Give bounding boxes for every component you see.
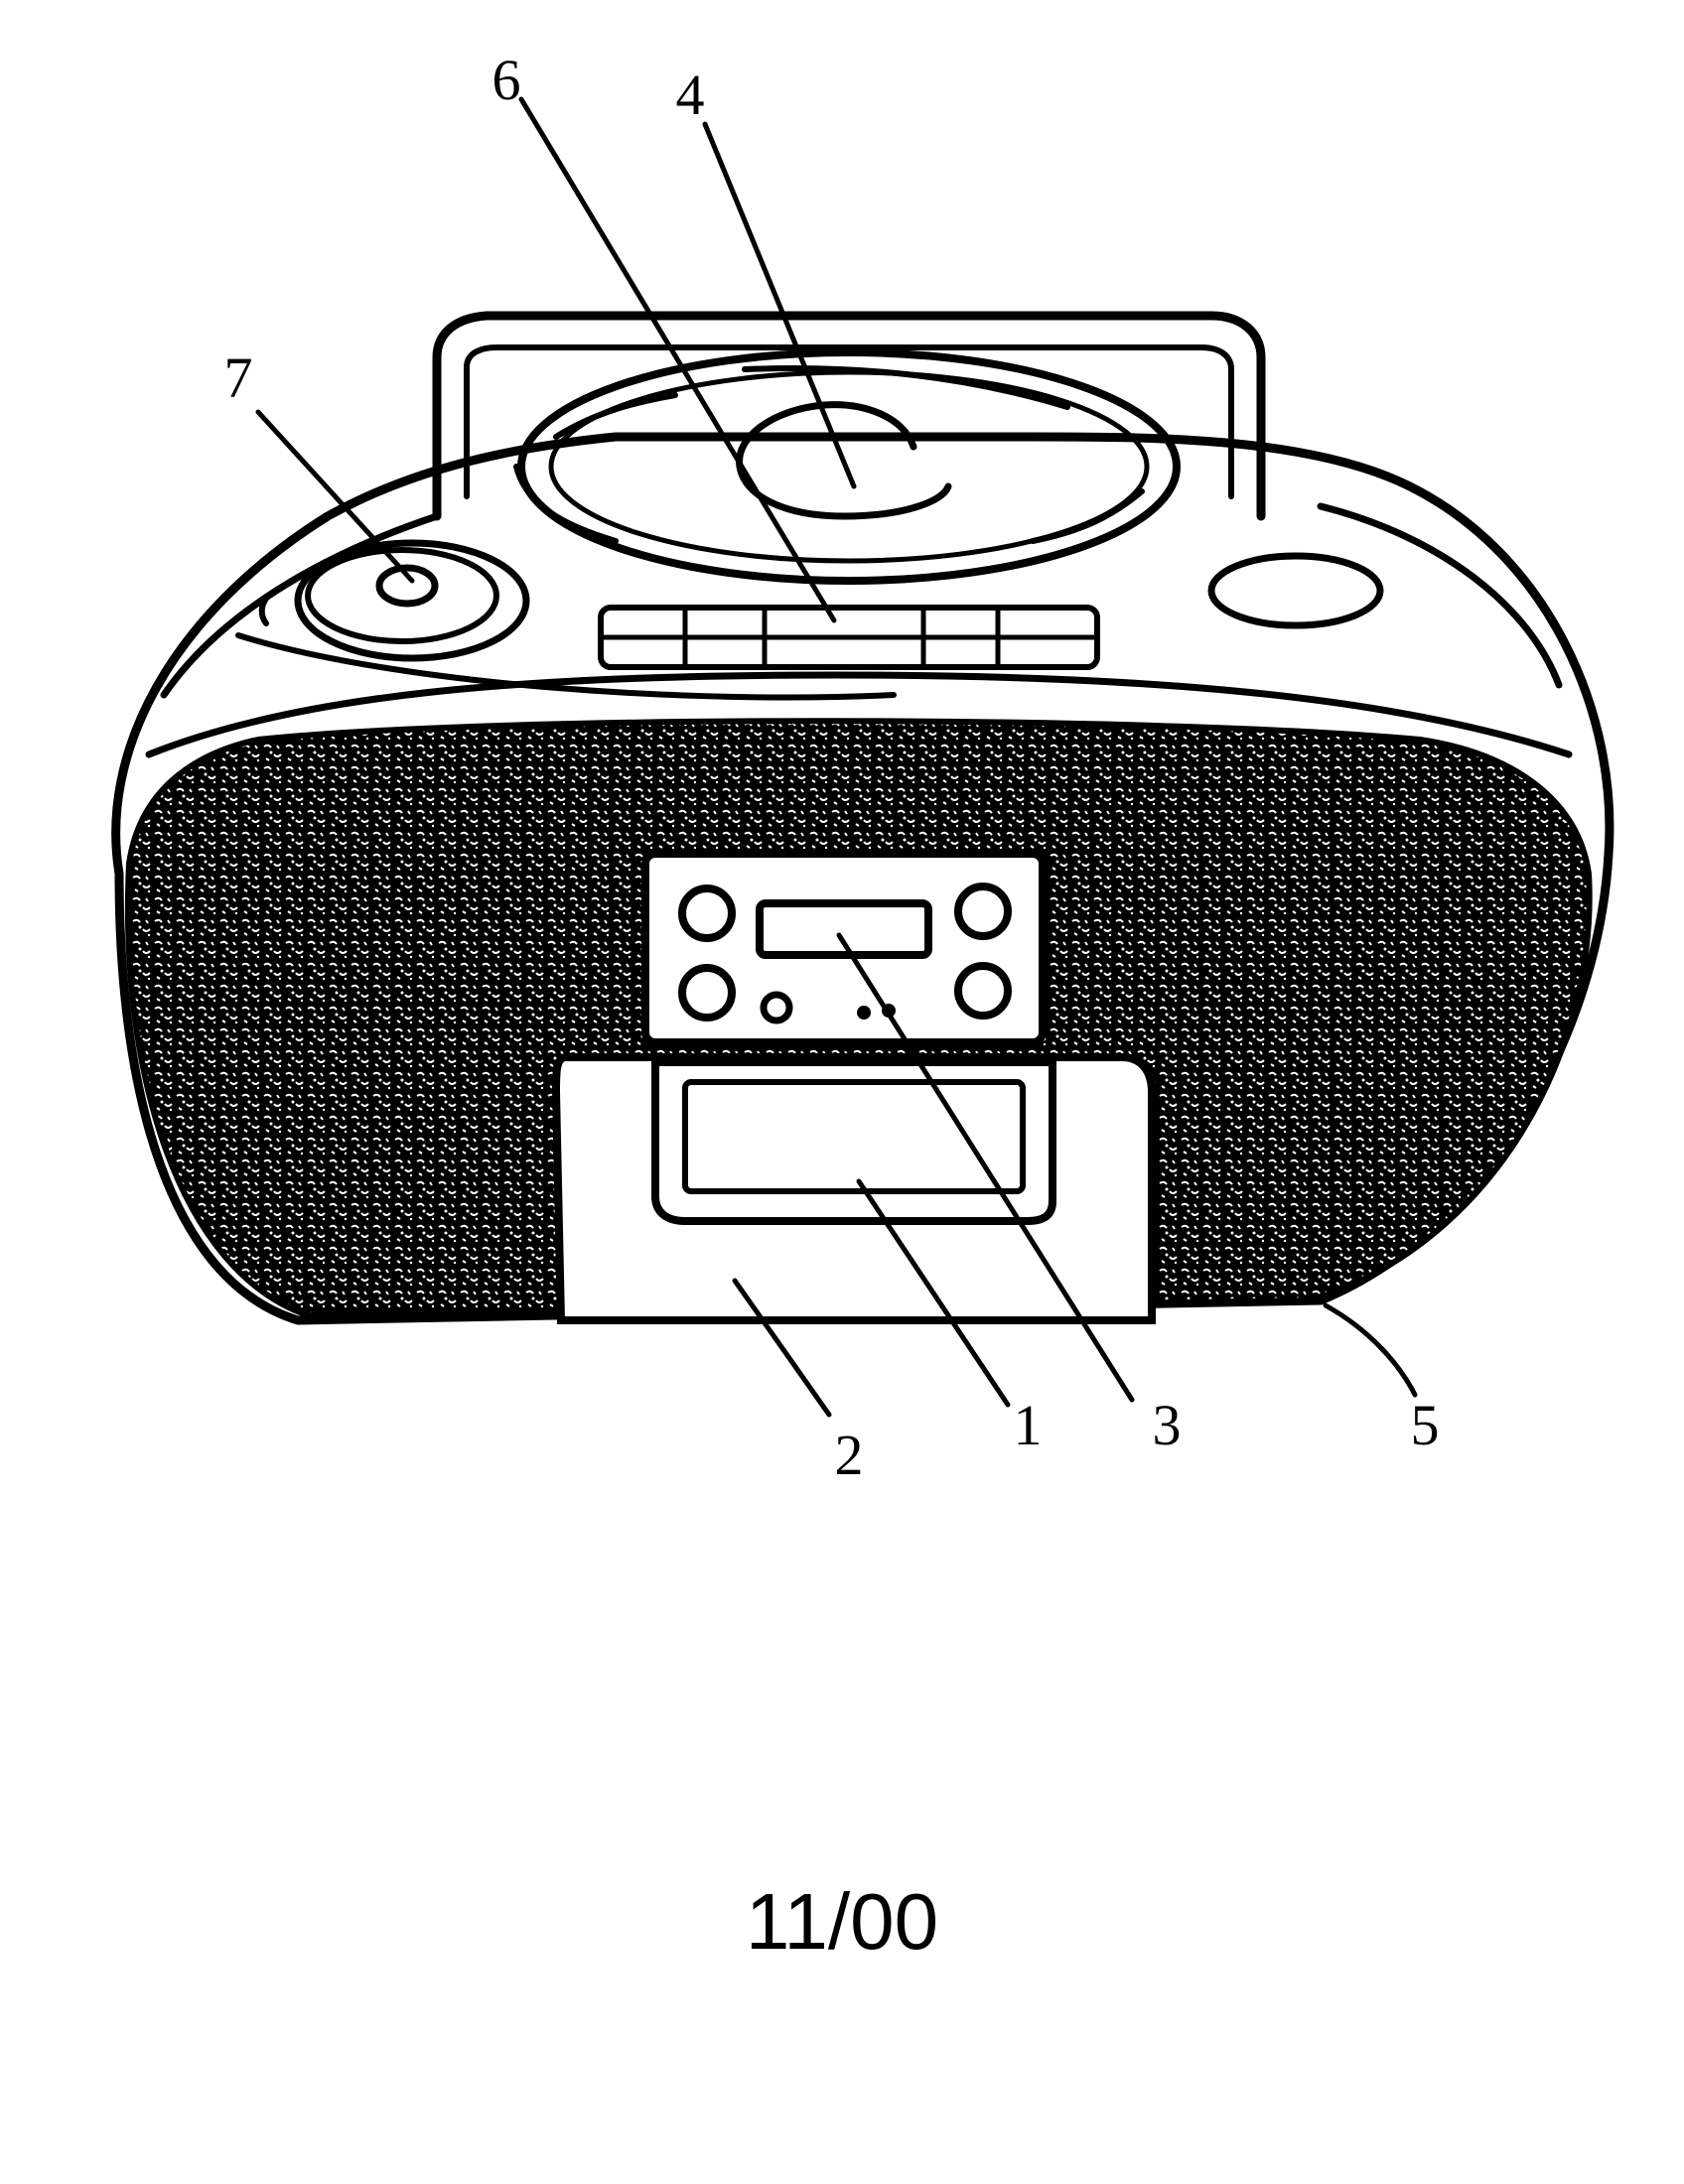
tuning-knob	[1207, 552, 1384, 629]
control-button-row	[598, 605, 1100, 670]
leader-line-6	[518, 96, 837, 623]
leader-line-5	[1323, 1302, 1418, 1398]
sheet-number: 11/00	[745, 1877, 939, 1966]
callout-label-6: 6	[492, 48, 521, 112]
boombox-body	[111, 432, 1614, 1325]
front-panel	[641, 850, 1047, 1046]
cd-lid	[513, 348, 1181, 585]
callout-label-3: 3	[1153, 1393, 1182, 1457]
leader-line-1	[856, 1178, 1011, 1408]
leader-lines	[255, 96, 1418, 1418]
volume-knob	[258, 539, 530, 662]
display-window	[756, 899, 932, 959]
callout-labels: 1 2 3 4 5 6 7	[224, 48, 1440, 1487]
callout-label-5: 5	[1411, 1393, 1440, 1457]
cassette-window	[651, 1058, 1056, 1225]
callout-label-1: 1	[1014, 1393, 1043, 1457]
leader-line-2	[732, 1278, 832, 1418]
carry-handle	[432, 311, 1266, 521]
leader-line-4	[702, 121, 857, 489]
leader-line-3	[836, 932, 1135, 1403]
leader-line-7	[255, 409, 415, 584]
callout-label-7: 7	[224, 345, 253, 410]
callout-label-2: 2	[835, 1423, 864, 1487]
callout-label-4: 4	[676, 63, 705, 127]
